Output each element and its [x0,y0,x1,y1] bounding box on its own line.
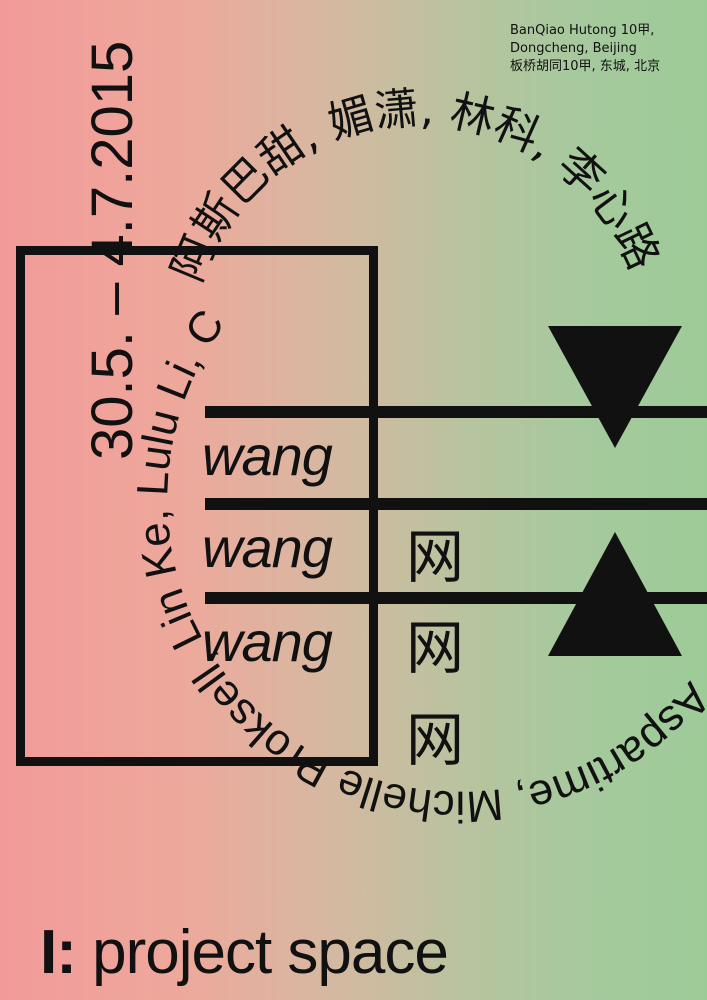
venue-name: I: project space [40,918,449,988]
title-wang-cn-3: 网 [406,706,465,774]
title-wang-3: wang [202,610,333,673]
down-triangle-icon [548,326,682,448]
address-line-3: 板桥胡同10甲, 东城, 北京 [510,59,661,74]
horizontal-line-1 [205,406,707,418]
title-wang-1: wang [202,424,333,487]
address-line-1: BanQiao Hutong 10甲, [510,23,655,38]
venue-mark: I: [40,918,77,987]
artists-chinese: 阿斯巴甜, 媚潇, 林科, 李心路 [162,83,669,289]
up-triangle-icon [548,532,682,656]
title-wang-cn-2: 网 [406,614,465,682]
venue-address: BanQiao Hutong 10甲, Dongcheng, Beijing 板… [510,22,700,76]
address-line-2: Dongcheng, Beijing [510,41,637,56]
title-wang-2: wang [202,516,333,579]
title-wang-cn-1: 网 [406,523,465,591]
venue-name-text: project space [92,918,449,987]
horizontal-line-2 [205,498,707,510]
